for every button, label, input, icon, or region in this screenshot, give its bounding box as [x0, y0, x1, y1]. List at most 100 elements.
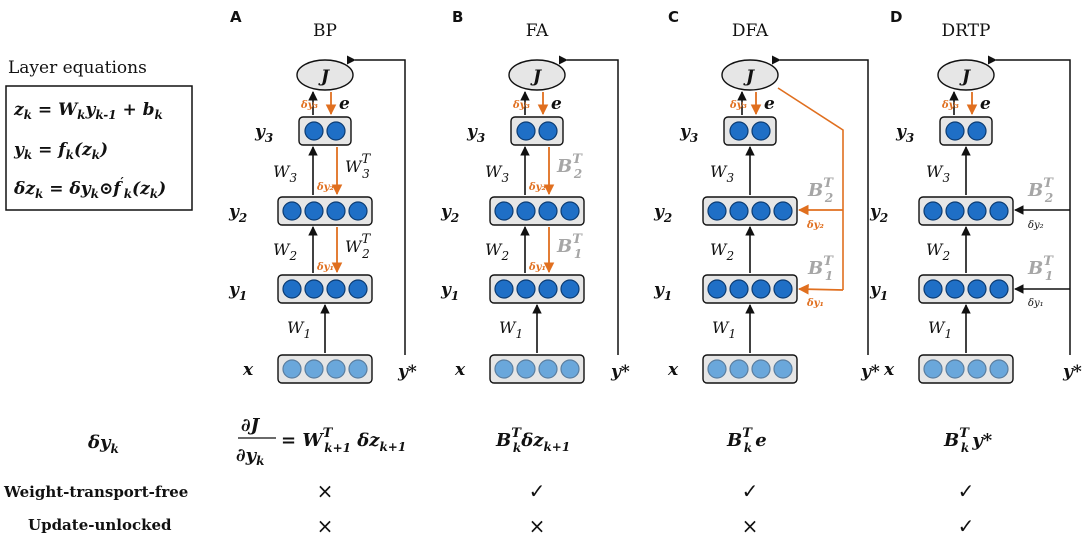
loss-node — [721, 59, 779, 91]
panel-letter: A — [230, 8, 242, 26]
label-w1: W1 — [499, 318, 523, 341]
neuron — [967, 201, 987, 221]
neuron — [989, 279, 1009, 299]
target-label: y* — [397, 362, 417, 382]
neuron — [967, 121, 987, 141]
row-label-delta-y: δyk — [87, 432, 119, 456]
neuron — [304, 201, 324, 221]
neuron — [945, 201, 965, 221]
loss-label: J — [318, 67, 330, 87]
panel-title: BP — [313, 21, 337, 41]
neuron — [923, 201, 943, 221]
layer-y1 — [702, 274, 798, 304]
neuron — [923, 279, 943, 299]
neuron — [751, 279, 771, 299]
neuron — [707, 279, 727, 299]
loss-node — [508, 59, 566, 91]
neuron — [967, 279, 987, 299]
neuron — [773, 201, 793, 221]
label-w1: W1 — [712, 318, 736, 341]
error-label: e — [980, 94, 991, 114]
label-y3: y3 — [895, 122, 914, 145]
input-layer-x — [489, 354, 585, 384]
delta-y3-label: δy₃ — [300, 100, 318, 111]
neuron — [304, 359, 324, 379]
neuron — [348, 359, 368, 379]
error-label: e — [551, 94, 562, 114]
label-w3: W3 — [926, 162, 950, 185]
delta-y3-label: δy₃ — [512, 100, 530, 111]
label-w2: W2 — [710, 240, 734, 263]
neuron — [494, 201, 514, 221]
error-label: e — [339, 94, 350, 114]
neuron — [516, 359, 536, 379]
mark-weight-transport-free-dfa: ✓ — [742, 479, 759, 503]
neuron — [348, 201, 368, 221]
neuron — [751, 121, 771, 141]
equation-dz: δzk = δyk⊙f′k(zk) — [13, 175, 166, 201]
mark-update-unlocked-fa: × — [529, 514, 546, 538]
label-y1: y1 — [440, 280, 459, 303]
neuron — [538, 279, 558, 299]
target-label: y* — [610, 362, 630, 382]
mark-weight-transport-free-drtp: ✓ — [958, 479, 975, 503]
delta-y2-label: δy₂ — [806, 220, 824, 231]
layer-y1 — [489, 274, 585, 304]
label-x: x — [667, 360, 679, 380]
neuron — [707, 201, 727, 221]
label-w3: W3 — [273, 162, 297, 185]
neuron — [989, 201, 1009, 221]
layer-y2 — [702, 196, 798, 226]
label-y3: y3 — [466, 122, 485, 145]
neuron — [326, 201, 346, 221]
label-w3: W3 — [485, 162, 509, 185]
svg-text:∂J: ∂J — [241, 415, 261, 436]
mark-update-unlocked-drtp: ✓ — [958, 514, 975, 538]
layer-equations-title: Layer equations — [8, 58, 147, 78]
neuron — [538, 121, 558, 141]
neuron — [707, 359, 727, 379]
neuron — [773, 279, 793, 299]
loss-node — [937, 59, 995, 91]
target-arrow — [354, 55, 406, 355]
neuron — [945, 359, 965, 379]
loss-label: J — [743, 67, 755, 87]
panel-title: DFA — [732, 21, 769, 41]
target-arrow — [779, 55, 869, 355]
neuron — [282, 201, 302, 221]
neuron — [304, 279, 324, 299]
target-arrow — [566, 55, 619, 355]
input-layer-x — [918, 354, 1014, 384]
delta-y2-label: δy₂ — [528, 182, 546, 193]
neuron — [516, 121, 536, 141]
target-label: y* — [860, 362, 880, 382]
delta-y2-label: δy₂ — [1028, 220, 1044, 231]
neuron — [494, 359, 514, 379]
neuron — [326, 359, 346, 379]
panel-letter: C — [668, 8, 679, 26]
neuron — [773, 359, 793, 379]
neuron — [945, 121, 965, 141]
mark-update-unlocked-bp: × — [317, 514, 334, 538]
panel-letter: B — [452, 8, 463, 26]
delta-y1-label: δy₁ — [528, 262, 546, 273]
target-arrow — [995, 55, 1071, 355]
target-label: y* — [1062, 362, 1082, 382]
row-label-update-unlocked: Update-unlocked — [28, 516, 172, 534]
neuron — [923, 359, 943, 379]
neuron — [282, 279, 302, 299]
input-layer-x — [702, 354, 798, 384]
layer-y2 — [489, 196, 585, 226]
equation-y: yk = fk(zk) — [13, 140, 108, 162]
